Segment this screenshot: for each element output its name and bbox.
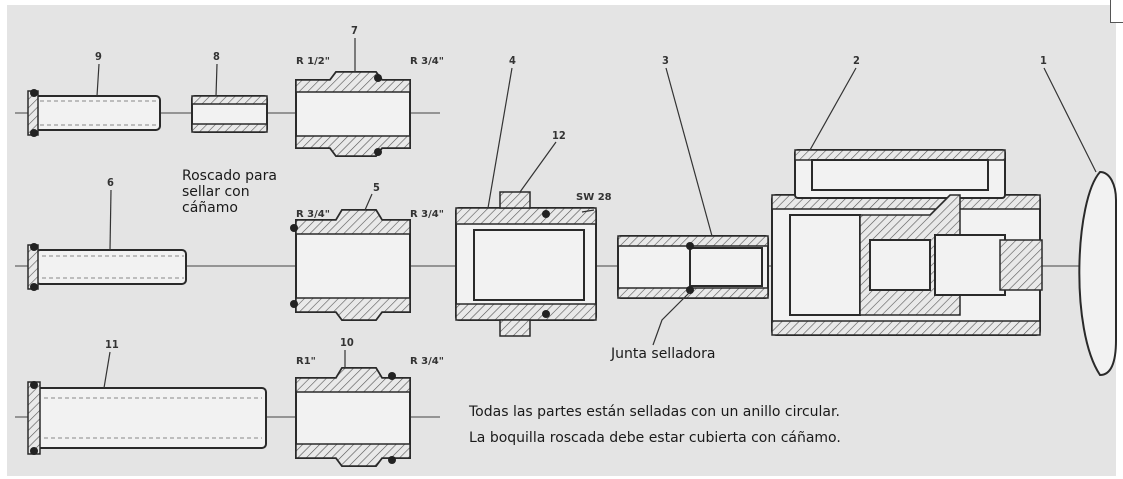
leader-6: [109, 189, 112, 251]
label-part-5: 5: [373, 181, 380, 194]
label-part-2: 2: [853, 54, 860, 67]
leader-junta: [652, 291, 691, 346]
leader-12: [519, 141, 557, 193]
leader-sw: [581, 209, 595, 213]
label-part-6: 6: [107, 176, 114, 189]
part-7-reducer: [295, 71, 411, 157]
part-5-nipple: [290, 209, 411, 321]
corner-mark: [1110, 0, 1123, 23]
annotation-roscado-line-3: cáñamo: [182, 200, 238, 216]
part-11-tailpiece: [27, 381, 267, 455]
part-2-valve-body: [771, 149, 1043, 336]
part-10-reducer: [295, 367, 411, 467]
thread-label-4-left: R 3/4": [410, 209, 444, 220]
leader-3: [665, 67, 713, 237]
annotation-roscado-line-1: Roscado para: [182, 168, 277, 184]
part-8-sleeve: [191, 95, 268, 133]
part-3-connector: [617, 235, 769, 299]
label-part-9: 9: [95, 50, 102, 63]
thread-label-7-left: R 1/2": [296, 56, 330, 67]
label-part-7: 7: [351, 24, 358, 37]
part-9-tailpiece: [27, 89, 161, 137]
part-1-cap: [1078, 170, 1117, 377]
thread-label-sw: SW 28: [576, 192, 612, 203]
annotation-junta: Junta selladora: [611, 346, 716, 362]
leader-11: [103, 351, 111, 389]
leader-2: [809, 67, 857, 151]
thread-label-7-right: R 3/4": [410, 56, 444, 67]
label-part-4: 4: [509, 54, 516, 67]
annotation-roscado-line-2: sellar con: [182, 184, 250, 200]
thread-label-5-left: R 3/4": [296, 209, 330, 220]
part-6-tailpiece: [27, 243, 187, 291]
thread-label-10-right: R 3/4": [410, 356, 444, 367]
leader-9: [96, 63, 100, 97]
leader-4: [487, 67, 513, 209]
leader-8: [215, 63, 218, 97]
leader-5: [364, 193, 373, 211]
label-part-10: 10: [340, 336, 354, 349]
label-part-8: 8: [213, 50, 220, 63]
note-line-2: La boquilla roscada debe estar cubierta …: [469, 430, 841, 446]
thread-label-10-left: R1": [296, 356, 316, 367]
annotation-roscado: Roscado para sellar con cáñamo: [182, 168, 277, 216]
label-part-3: 3: [662, 54, 669, 67]
part-4-union-nut: [455, 191, 597, 337]
label-part-1: 1: [1040, 54, 1047, 67]
note-line-1: Todas las partes están selladas con un a…: [469, 404, 840, 420]
leader-1: [1043, 67, 1097, 173]
label-part-11: 11: [105, 338, 119, 351]
label-part-12: 12: [552, 129, 566, 142]
